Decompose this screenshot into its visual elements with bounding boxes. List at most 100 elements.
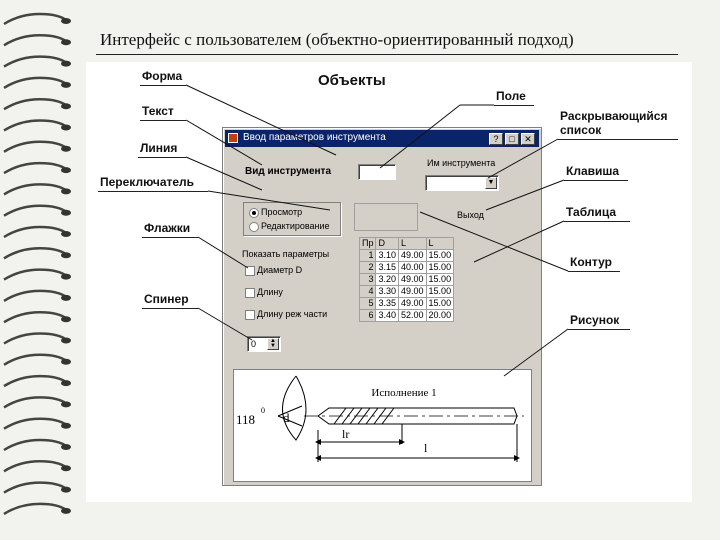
underline [138,157,186,158]
spiral-ring [3,55,67,68]
drill-sketch: Исполнение 1 118 0 d lr l [236,375,524,462]
spinner-value: 0 [251,339,257,349]
spiral-hole [61,486,71,493]
table-row[interactable]: 1 3.10 49.00 15.00 [358,249,455,262]
spiral-ring [3,289,67,302]
tool-type-field[interactable] [358,164,396,180]
checkbox-dlinu-rezh-label: Длину реж части [257,309,328,319]
spiral-ring [3,119,67,132]
spiral-hole [61,294,71,301]
spiral-hole [61,103,71,110]
spiral-ring [3,76,67,89]
tool-name-dropdown[interactable]: ▼ [425,175,499,191]
spiral-ring [3,161,67,175]
spinner-field[interactable]: 0 ▲▼ [247,336,281,352]
spiral-ring [3,140,67,153]
label-risunok: Рисунок [570,313,620,327]
label-spisok: список [560,123,602,137]
table-cell: 49.00 [398,249,427,262]
spiral-hole [61,273,71,280]
spiral-hole [61,252,71,259]
table-cell: 15.00 [425,285,455,298]
spiral-hole [61,444,71,450]
exit-button[interactable]: Выход [457,210,484,220]
spiral-hole [61,124,71,131]
dropdown-arrow-icon[interactable]: ▼ [485,177,497,189]
maximize-icon[interactable]: □ [505,133,519,145]
radio-prosmotr-label: Просмотр [261,207,303,217]
table-cell: 49.00 [398,285,427,298]
underline [140,120,186,121]
window-title: Ввод параметров инструмента [243,132,386,143]
spiral-ring [3,204,67,217]
show-params-label: Показать параметры [242,249,330,259]
table-row[interactable]: 3 3.20 49.00 15.00 [358,273,455,286]
underline [142,237,198,238]
label-liniya: Линия [140,141,178,155]
spiral-ring [3,34,67,47]
table-row[interactable]: 6 3.40 52.00 20.00 [358,309,455,322]
label-tekst: Текст [142,104,174,118]
spiral-hole [61,39,71,46]
underline [494,105,534,106]
spiral-ring [3,225,67,239]
spiral-hole [61,209,71,216]
table-cell: 52.00 [398,309,427,322]
tool-params-table[interactable]: Пр D L L 1 3.10 49.00 15.00 2 3.15 40.00… [358,237,455,322]
drawing-caption: Исполнение 1 [371,387,436,399]
underline [568,329,630,330]
table-cell: 15.00 [425,249,455,262]
radio-prosmotr[interactable] [249,208,259,218]
spiral-hole [61,316,71,323]
spiral-binding-icon [3,12,71,515]
spinner-arrows-icon[interactable]: ▲▼ [267,338,279,350]
table-cell: 5 [358,297,377,310]
label-pole: Поле [496,89,526,103]
spiral-hole [61,358,71,365]
checkbox-dlinu[interactable] [245,288,255,298]
spiral-ring [3,502,67,515]
spiral-hole [61,231,71,237]
spiral-ring [3,481,67,494]
d-label: d [283,410,290,425]
drill-drawing: Исполнение 1 118 0 d lr l [233,369,532,482]
underline [568,271,620,272]
table-cell: 2 [358,261,377,274]
help-icon[interactable]: ? [489,133,503,145]
label-tablitsa: Таблица [566,205,617,219]
spiral-hole [61,60,71,67]
spiral-ring [3,97,67,111]
underline [558,139,678,140]
spiral-ring [3,374,67,388]
underline [564,221,630,222]
table-row[interactable]: 4 3.30 49.00 15.00 [358,285,455,298]
table-cell: 3.10 [375,249,400,262]
spiral-ring [3,417,67,430]
close-icon[interactable]: ✕ [521,133,535,145]
dim-line [277,415,303,427]
table-header-row: Пр D L L [358,237,455,250]
radio-redaktirovanie[interactable] [249,222,259,232]
spiral-hole [61,507,71,514]
table-cell: 20.00 [425,309,455,322]
checkbox-dlinu-rezh[interactable] [245,310,255,320]
label-pereklyuchatel: Переключатель [100,175,195,189]
spiral-ring [3,310,67,324]
table-cell: 49.00 [398,273,427,286]
table-header: D [375,237,400,250]
checkbox-diametr[interactable] [245,266,255,276]
underline [98,191,208,192]
tool-name-label: Им инструмента [427,158,496,168]
spiral-hole [61,337,71,344]
spiral-hole [61,81,71,88]
window-titlebar[interactable]: Ввод параметров инструмента ? □ ✕ [225,130,539,147]
table-row[interactable]: 5 3.35 49.00 15.00 [358,297,455,310]
table-row[interactable]: 2 3.15 40.00 15.00 [358,261,455,274]
degree-label: 0 [261,406,265,415]
spiral-hole [61,18,71,24]
lr-label: lr [342,427,349,441]
slide-title: Интерфейс с пользователем (объектно-орие… [100,30,574,49]
table-header: L [425,237,455,250]
label-raskryvayushchiysya: Раскрывающийся [560,109,668,123]
spiral-ring [3,268,67,281]
